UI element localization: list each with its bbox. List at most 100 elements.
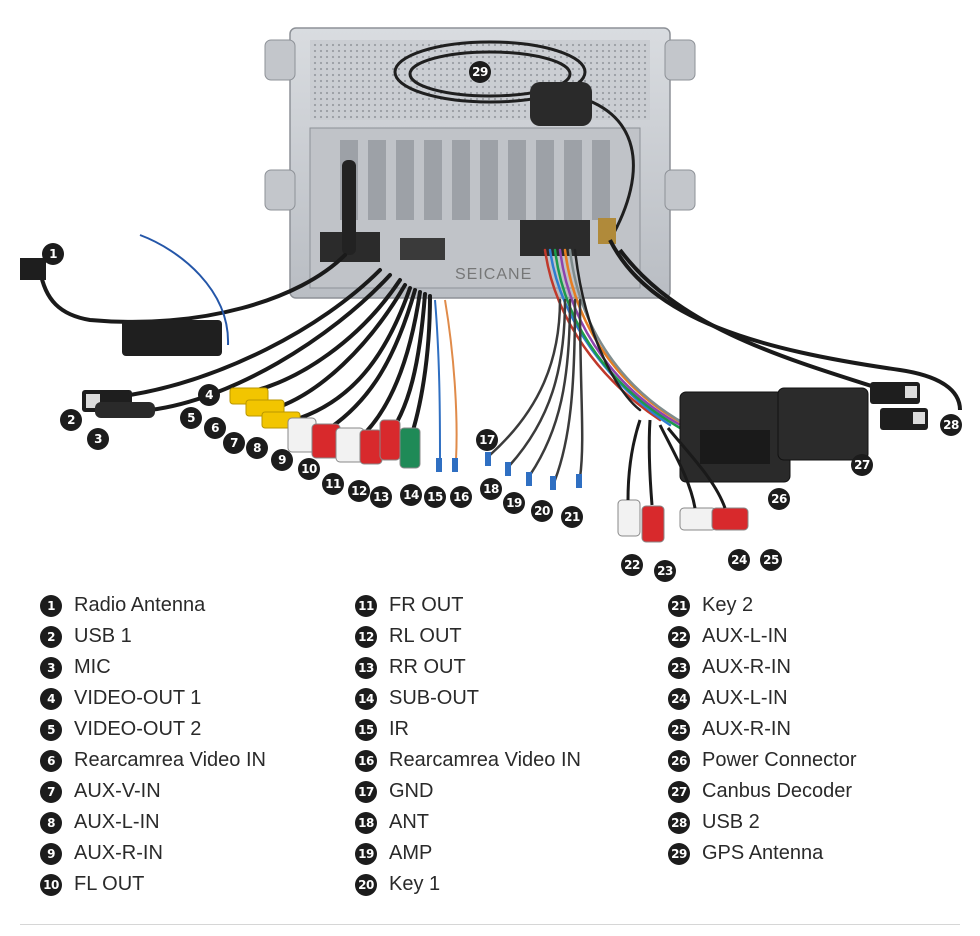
legend-label: Rearcamrea Video IN [74, 749, 266, 771]
legend-label: AUX-R-IN [74, 842, 163, 864]
legend-number: 4 [40, 687, 62, 710]
legend-item: 4 VIDEO-OUT 1 [40, 683, 266, 714]
legend-label: FR OUT [389, 594, 464, 616]
legend-label: GPS Antenna [702, 842, 824, 864]
legend-label: VIDEO-OUT 1 [74, 687, 202, 709]
callout-29: 29 [469, 61, 491, 83]
callout-5: 5 [180, 407, 202, 429]
legend-label: GND [389, 780, 434, 802]
legend-label: Rearcamrea Video IN [389, 749, 581, 771]
callout-9: 9 [271, 449, 293, 471]
gps-antenna [393, 40, 635, 241]
callout-16: 16 [450, 486, 472, 508]
legend-item: 12 RL OUT [355, 621, 581, 652]
legend-item: 17 GND [355, 776, 581, 807]
legend-label: Power Connector [702, 749, 857, 771]
legend-item: 29 GPS Antenna [668, 838, 857, 869]
watermark: SEICANE [455, 266, 533, 283]
legend-number: 8 [40, 811, 62, 834]
callout-4: 4 [198, 384, 220, 406]
legend-label: USB 2 [702, 811, 760, 833]
legend-number: 14 [355, 687, 377, 710]
callout-21: 21 [561, 506, 583, 528]
legend-label: Key 1 [389, 873, 441, 895]
legend-number: 26 [668, 749, 690, 772]
legend-number: 27 [668, 780, 690, 803]
callout-10: 10 [298, 458, 320, 480]
legend-label: RL OUT [389, 625, 462, 647]
callout-8: 8 [246, 437, 268, 459]
callout-26: 26 [768, 488, 790, 510]
callout-13: 13 [370, 486, 392, 508]
legend-label: USB 1 [74, 625, 132, 647]
legend-number: 21 [668, 594, 690, 617]
legend-label: SUB-OUT [389, 687, 479, 709]
callout-20: 20 [531, 500, 553, 522]
legend-label: IR [389, 718, 409, 740]
legend-number: 23 [668, 656, 690, 679]
callout-27: 27 [851, 454, 873, 476]
legend-item: 19 AMP [355, 838, 581, 869]
legend-label: Key 2 [702, 594, 754, 616]
legend-label: AUX-L-IN [702, 687, 788, 709]
callout-7: 7 [223, 432, 245, 454]
legend-item: 22 AUX-L-IN [668, 621, 857, 652]
callout-2: 2 [60, 409, 82, 431]
callout-23: 23 [654, 560, 676, 582]
legend-number: 7 [40, 780, 62, 803]
legend-number: 5 [40, 718, 62, 741]
callout-28: 28 [940, 414, 962, 436]
callout-18: 18 [480, 478, 502, 500]
legend-number: 19 [355, 842, 377, 865]
callout-12: 12 [348, 480, 370, 502]
legend-number: 6 [40, 749, 62, 772]
wiring-illustration [20, 27, 962, 543]
legend-item: 14 SUB-OUT [355, 683, 581, 714]
callout-24: 24 [728, 549, 750, 571]
legend-number: 29 [668, 842, 690, 865]
legend-item: 28 USB 2 [668, 807, 857, 838]
legend-label: AUX-L-IN [702, 625, 788, 647]
legend-label: AUX-V-IN [74, 780, 161, 802]
legend-item: 20 Key 1 [355, 869, 581, 900]
legend-number: 12 [355, 625, 377, 648]
legend-label: AMP [389, 842, 433, 864]
legend-label: AUX-R-IN [702, 718, 791, 740]
legend-number: 10 [40, 873, 62, 896]
callout-19: 19 [503, 492, 525, 514]
legend-number: 20 [355, 873, 377, 896]
legend-number: 22 [668, 625, 690, 648]
legend-item: 8 AUX-L-IN [40, 807, 266, 838]
legend-number: 17 [355, 780, 377, 803]
legend-item: 6 Rearcamrea Video IN [40, 745, 266, 776]
legend-number: 28 [668, 811, 690, 834]
legend-label: VIDEO-OUT 2 [74, 718, 202, 740]
legend-number: 11 [355, 594, 377, 617]
legend-label: AUX-L-IN [74, 811, 160, 833]
legend-item: 7 AUX-V-IN [40, 776, 266, 807]
legend-label: Radio Antenna [74, 594, 206, 616]
callout-17: 17 [476, 429, 498, 451]
legend-number: 3 [40, 656, 62, 679]
legend-label: RR OUT [389, 656, 466, 678]
legend-number: 15 [355, 718, 377, 741]
wiring-diagram: SEICANE 1 2 3 4 5 6 7 8 9 10 11 12 13 14… [20, 27, 962, 582]
legend-number: 18 [355, 811, 377, 834]
legend-item: 26 Power Connector [668, 745, 857, 776]
legend-item: 11 FR OUT [355, 590, 581, 621]
callout-22: 22 [621, 554, 643, 576]
